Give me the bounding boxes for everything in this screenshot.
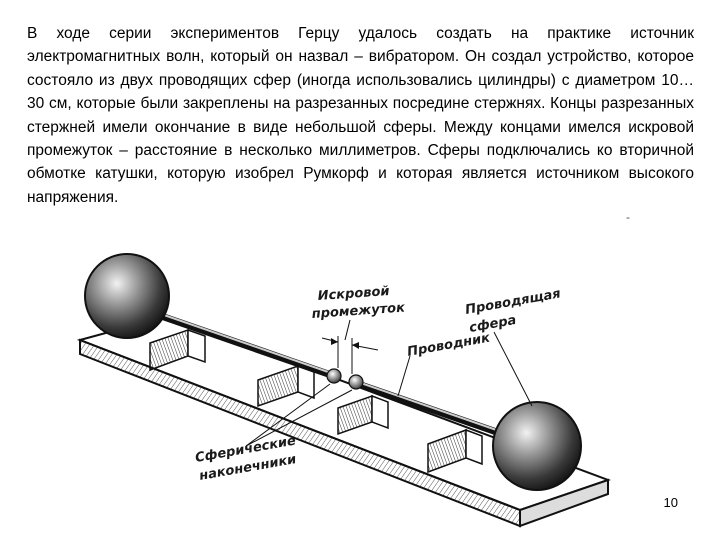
right-spherical-tip	[348, 374, 364, 390]
leader-spherical-tips-a	[245, 383, 331, 447]
label-conductor: Проводник	[406, 330, 492, 360]
support-block-1	[149, 328, 206, 372]
page-number: 10	[663, 495, 678, 510]
spark-gap-marker	[321, 336, 379, 374]
support-block-2	[257, 364, 315, 408]
leader-conductor	[397, 355, 411, 397]
right-rod	[354, 380, 512, 440]
label-spark-gap-2: промежуток	[311, 300, 406, 322]
support-block-4	[427, 428, 483, 474]
leader-spherical-tips-b	[245, 389, 353, 447]
leader-spark-gap	[344, 319, 351, 341]
left-rod	[134, 304, 338, 380]
stray-mark: -	[626, 210, 630, 224]
right-conducting-sphere	[492, 401, 582, 491]
body-paragraph: В ходе серии экспериментов Герцу удалось…	[27, 25, 694, 206]
label-spark-gap-1: Искровой	[317, 284, 390, 304]
leader-conducting-sphere	[493, 331, 533, 407]
hertz-vibrator-illustration: Искровой промежуток Проводящая сфера Про…	[76, 253, 611, 528]
left-conducting-sphere	[84, 253, 170, 339]
support-block-3	[337, 394, 389, 436]
left-spherical-tip	[326, 368, 342, 384]
